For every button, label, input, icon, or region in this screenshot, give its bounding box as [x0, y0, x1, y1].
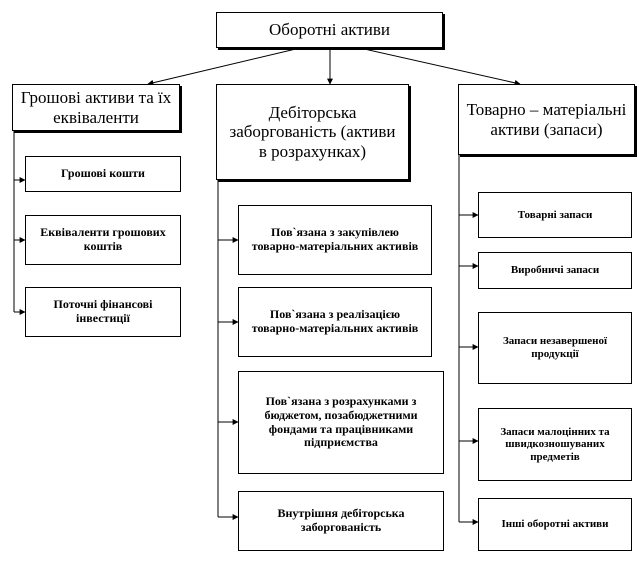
inventory-item-label: Запаси малоцінних та швидкозношуваних пр… [500, 425, 610, 463]
receivable-item: Внутрішня дебіторська заборгованість [238, 491, 444, 551]
cash-item: Грошові кошти [25, 156, 181, 192]
cash-item-label: Поточні фінансові інвестиції [53, 297, 153, 325]
inventory-item: Запаси малоцінних та швидкозношуваних пр… [478, 408, 632, 481]
category-cash: Грошові активи та їх еквіваленти [12, 84, 180, 131]
root-node: Оборотні активи [216, 12, 443, 48]
receivable-item-label: Пов`язана з закупівлею товарно-матеріаль… [251, 225, 419, 253]
cash-item: Еквіваленти грошових коштів [25, 215, 181, 265]
inventory-item: Запаси незавершеної продукції [478, 312, 632, 384]
inventory-item-label: Виробничі запаси [510, 264, 600, 277]
category-cash-label: Грошові активи та їх еквіваленти [20, 87, 172, 127]
inventory-item-label: Інші оборотні активи [501, 518, 609, 531]
receivable-item-label: Пов`язана з розрахунками з бюджетом, поз… [264, 393, 418, 450]
arrow-root-to-cash [147, 47, 301, 86]
arrow-root-to-inventory [359, 47, 521, 86]
inventory-item: Виробничі запаси [478, 252, 632, 289]
cash-item: Поточні фінансові інвестиції [25, 287, 181, 337]
receivable-item-label: Пов`язана з реалізацією товарно-матеріал… [251, 307, 419, 335]
cash-item-label: Еквіваленти грошових коштів [40, 225, 166, 253]
category-receivables: Дебіторська заборгованість (активи в роз… [216, 84, 409, 180]
inventory-item: Інші оборотні активи [478, 498, 632, 551]
receivable-item: Пов`язана з розрахунками з бюджетом, поз… [238, 371, 444, 474]
category-inventory: Товарно – матеріальні активи (запаси) [458, 84, 635, 155]
receivable-item-label: Внутрішня дебіторська заборгованість [277, 506, 405, 534]
category-inventory-label: Товарно – матеріальні активи (запаси) [466, 99, 627, 139]
receivable-item: Пов`язана з закупівлею товарно-матеріаль… [238, 205, 432, 275]
inventory-item-label: Товарні запаси [517, 208, 593, 221]
category-receivables-label: Дебіторська заборгованість (активи в роз… [229, 102, 396, 161]
inventory-item-label: Запаси незавершеної продукції [502, 335, 608, 360]
root-label: Оборотні активи [269, 20, 390, 40]
cash-item-label: Грошові кошти [61, 166, 145, 181]
inventory-item: Товарні запаси [478, 192, 632, 238]
receivable-item: Пов`язана з реалізацією товарно-матеріал… [238, 287, 432, 357]
